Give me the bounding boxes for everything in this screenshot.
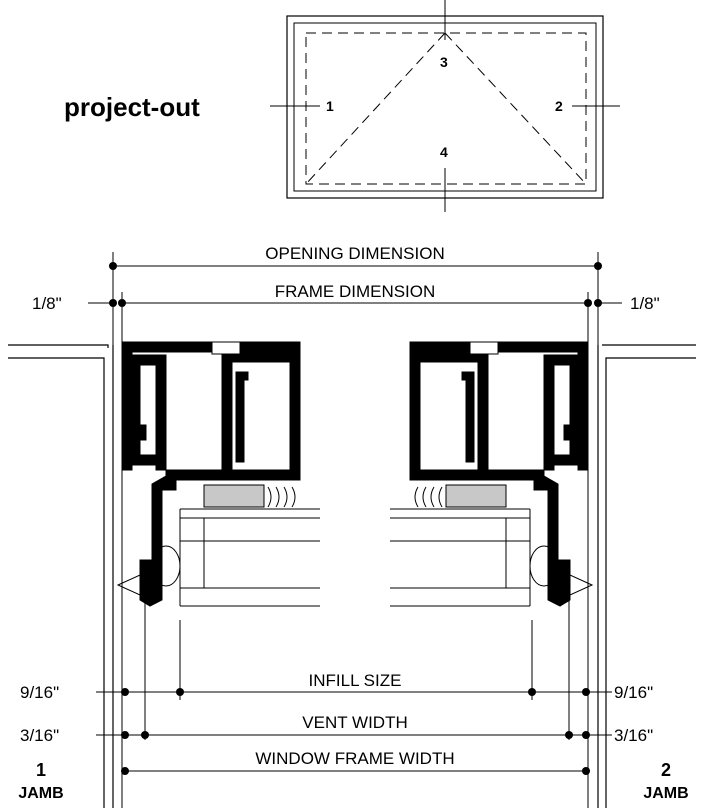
wall-right xyxy=(602,344,696,808)
vent-left-label: 3/16" xyxy=(20,726,59,745)
frame-dot-4 xyxy=(594,299,602,307)
right-sash-leg xyxy=(419,469,559,561)
right-setting-block xyxy=(445,484,507,508)
infill-dot-4 xyxy=(582,688,590,696)
jamb-2-number: 2 xyxy=(661,760,671,780)
right-infill-panel xyxy=(390,508,531,607)
infill-size-label: INFILL SIZE xyxy=(309,671,402,690)
hinge-indicator-right xyxy=(444,32,587,185)
opening-dot-left xyxy=(109,262,117,270)
frame-dimension-label: FRAME DIMENSION xyxy=(275,282,436,301)
diagram-title: project-out xyxy=(64,92,200,122)
opening-dot-right xyxy=(594,262,602,270)
left-sash-leg xyxy=(151,469,291,561)
vent-dot-3 xyxy=(565,731,573,739)
frame-dot-1 xyxy=(109,299,117,307)
gap-right-label: 1/8" xyxy=(630,294,660,313)
left-setting-block xyxy=(203,484,265,508)
left-glazing-tape xyxy=(267,486,296,508)
left-frame-top-flange xyxy=(121,341,301,471)
section-label-3: 3 xyxy=(440,54,448,70)
bottom-dimensions: INFILL SIZE 9/16" 9/16" VENT WIDTH 3/16"… xyxy=(20,671,653,775)
frame-dot-2 xyxy=(118,299,126,307)
infill-dot-3 xyxy=(528,688,536,696)
jamb-2-label: JAMB xyxy=(643,785,688,802)
window-elevation: 1 2 3 4 xyxy=(270,0,620,212)
left-hardware-clip xyxy=(211,341,241,355)
jamb-1-label: JAMB xyxy=(18,785,63,802)
right-glazing-tape xyxy=(414,486,443,508)
vent-right-label: 3/16" xyxy=(614,726,653,745)
right-frame-top-flange xyxy=(409,341,589,471)
right-weatherstrip xyxy=(569,574,594,596)
left-infill-panel xyxy=(179,508,320,607)
left-frame-web xyxy=(155,354,167,471)
wall-left xyxy=(8,344,109,808)
jamb-labels: 1 JAMB 2 JAMB xyxy=(18,760,688,802)
vent-dot-2 xyxy=(141,731,149,739)
frame-dot-3 xyxy=(584,299,592,307)
window-frame-width-label: WINDOW FRAME WIDTH xyxy=(255,749,454,768)
infill-dot-2 xyxy=(176,688,184,696)
left-jamb-profile xyxy=(116,341,320,607)
wall-opening xyxy=(8,344,696,808)
section-label-1: 1 xyxy=(326,98,334,114)
left-weatherstrip xyxy=(116,574,141,596)
opening-dimension-label: OPENING DIMENSION xyxy=(265,244,444,263)
top-dimensions: OPENING DIMENSION FRAME DIMENSION 1/8" 1… xyxy=(32,244,660,345)
infill-left-label: 9/16" xyxy=(20,683,59,702)
section-label-4: 4 xyxy=(440,144,448,160)
infill-right-label: 9/16" xyxy=(614,683,653,702)
right-frame-web xyxy=(543,354,555,471)
window-frame-dot-right xyxy=(582,767,590,775)
window-frame-dot-left xyxy=(121,767,129,775)
vent-dot-1 xyxy=(121,731,129,739)
hinge-indicator-left xyxy=(305,32,446,185)
right-vent-inner-rib xyxy=(461,371,475,463)
gap-left-label: 1/8" xyxy=(32,294,62,313)
jamb-1-number: 1 xyxy=(36,760,46,780)
section-label-2: 2 xyxy=(555,98,563,114)
infill-dot-1 xyxy=(121,688,129,696)
bottom-extension-lines xyxy=(144,598,570,740)
right-vent-box xyxy=(409,351,489,481)
vent-width-label: VENT WIDTH xyxy=(302,713,407,732)
vent-dot-4 xyxy=(582,731,590,739)
elevation-vent-outline xyxy=(305,32,587,185)
right-hardware-clip xyxy=(469,341,499,355)
left-vent-box xyxy=(221,351,301,481)
right-jamb-profile xyxy=(390,341,594,607)
left-vent-inner-rib xyxy=(235,371,249,463)
elevation-inner-frame xyxy=(293,22,597,192)
